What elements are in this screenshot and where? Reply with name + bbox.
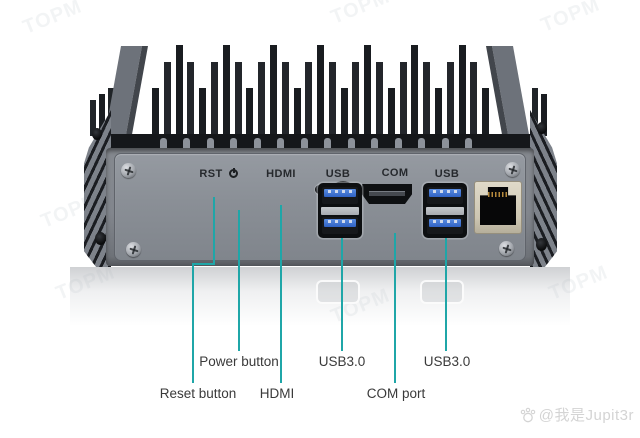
- usb3-port: [427, 217, 463, 234]
- callout-line-hdmi: [280, 205, 282, 383]
- com-port: [474, 181, 522, 234]
- usb3-port: [322, 187, 358, 204]
- front-panel: RST HDMI USB COM USB: [106, 148, 534, 266]
- right-top-hole: [537, 122, 547, 134]
- heatsink-fins: [90, 45, 547, 152]
- phillips-screw-icon: [121, 163, 136, 178]
- com-label: COM: [381, 167, 409, 179]
- rst-label: RST: [199, 168, 223, 180]
- usb-divider: [426, 207, 464, 215]
- callout-line-reset-jog: [192, 263, 215, 265]
- usb-tongue: [324, 189, 356, 197]
- right-bottom-hole: [536, 238, 547, 251]
- usb3-port-stack-left: [318, 183, 362, 238]
- usb-tongue: [324, 219, 356, 227]
- callout-line-reset-upper: [213, 197, 215, 265]
- phillips-screw-icon: [505, 162, 520, 177]
- callout-line-com: [394, 233, 396, 383]
- callout-label-com: COM port: [366, 386, 426, 401]
- hdmi-label: HDMI: [266, 168, 296, 180]
- phillips-screw-icon: [126, 242, 141, 257]
- watermark-text: TOPM: [327, 0, 394, 29]
- paw-logo-icon: [520, 407, 536, 422]
- credit-text: @我是Jupit3r: [538, 407, 634, 424]
- hdmi-slot: [369, 191, 405, 196]
- usb-right-label: USB: [434, 168, 460, 180]
- com-pins: [488, 192, 508, 197]
- callout-label-usb-right: USB3.0: [423, 354, 471, 369]
- callout-line-usb-left: [341, 238, 343, 351]
- callout-label-reset: Reset button: [159, 386, 237, 401]
- usb3-port-stack-right: [423, 183, 467, 238]
- usb3-port: [322, 217, 358, 234]
- device-reflection: [70, 267, 570, 343]
- watermark-text: TOPM: [19, 0, 86, 39]
- callout-line-power: [238, 210, 240, 351]
- credit-watermark: @我是Jupit3r: [519, 404, 634, 425]
- usb-tongue: [429, 189, 461, 197]
- watermark-text: TOPM: [537, 0, 604, 37]
- left-top-hole: [92, 128, 102, 140]
- usb-reflection: [316, 280, 360, 304]
- callout-label-usb-left: USB3.0: [318, 354, 366, 369]
- callout-line-reset: [192, 263, 194, 383]
- usb-left-label: USB: [325, 168, 351, 180]
- usb-tongue: [429, 219, 461, 227]
- usb-divider: [321, 207, 359, 215]
- left-bottom-hole: [95, 232, 106, 245]
- hdmi-port: [362, 184, 412, 204]
- usb3-port: [427, 187, 463, 204]
- power-symbol-icon: [229, 168, 238, 178]
- callout-label-hdmi: HDMI: [259, 386, 295, 401]
- phillips-screw-icon: [499, 241, 514, 256]
- usb-reflection: [420, 280, 464, 304]
- callout-line-usb-right: [445, 238, 447, 351]
- callout-label-power: Power button: [199, 354, 279, 369]
